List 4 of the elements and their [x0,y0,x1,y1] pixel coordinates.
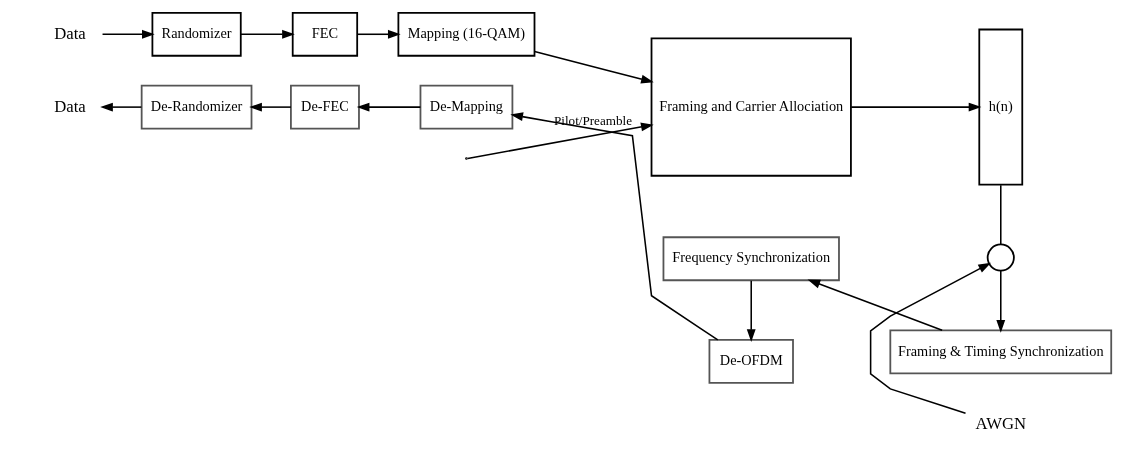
edge-label: Pilot/Preamble [553,112,632,128]
node-text: Data [53,23,86,43]
node-text: Data [53,96,86,116]
node-text: AWGN [974,414,1026,434]
